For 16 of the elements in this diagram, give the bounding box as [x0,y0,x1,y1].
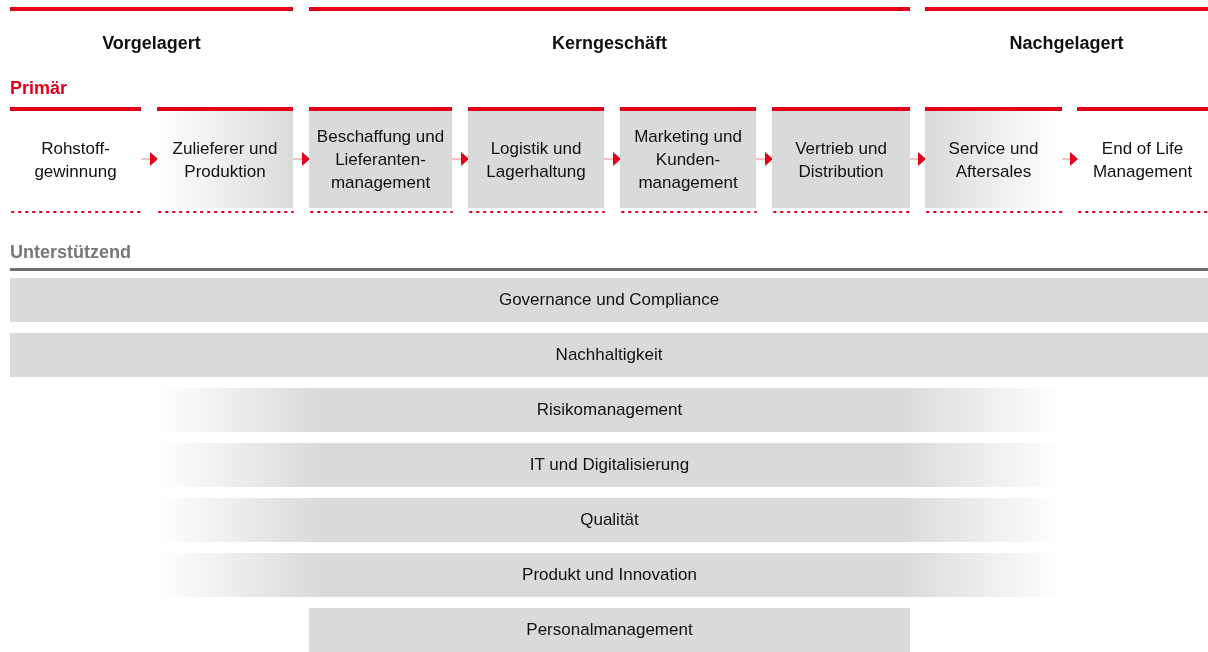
process-step-box: Vertrieb und Distribution [772,107,910,208]
section-heading: Vorgelagert [101,33,202,54]
process-step-box: Beschaffung und Lieferanten- management [309,107,452,208]
row-heading: Unterstützend [10,242,132,263]
support-function-bar: Governance und Compliance [10,278,1208,322]
support-function-bar: Nachhaltigkeit [10,333,1208,377]
process-step-box: Rohstoff- gewinnung [10,107,141,208]
process-step-box: Service und Aftersales [925,107,1062,208]
process-step-box: Zulieferer und Produktion [157,107,293,208]
process-step-box: Marketing und Kunden- management [620,107,756,208]
support-function-bar: Personalmanagement [309,608,910,652]
process-step-box: End of Life Management [1077,107,1208,208]
section-heading: Nachgelagert [1008,33,1125,54]
row-heading: Primär [10,78,69,99]
section-heading: Kerngeschäft [551,33,668,54]
process-step-box: Logistik und Lagerhaltung [468,107,604,208]
